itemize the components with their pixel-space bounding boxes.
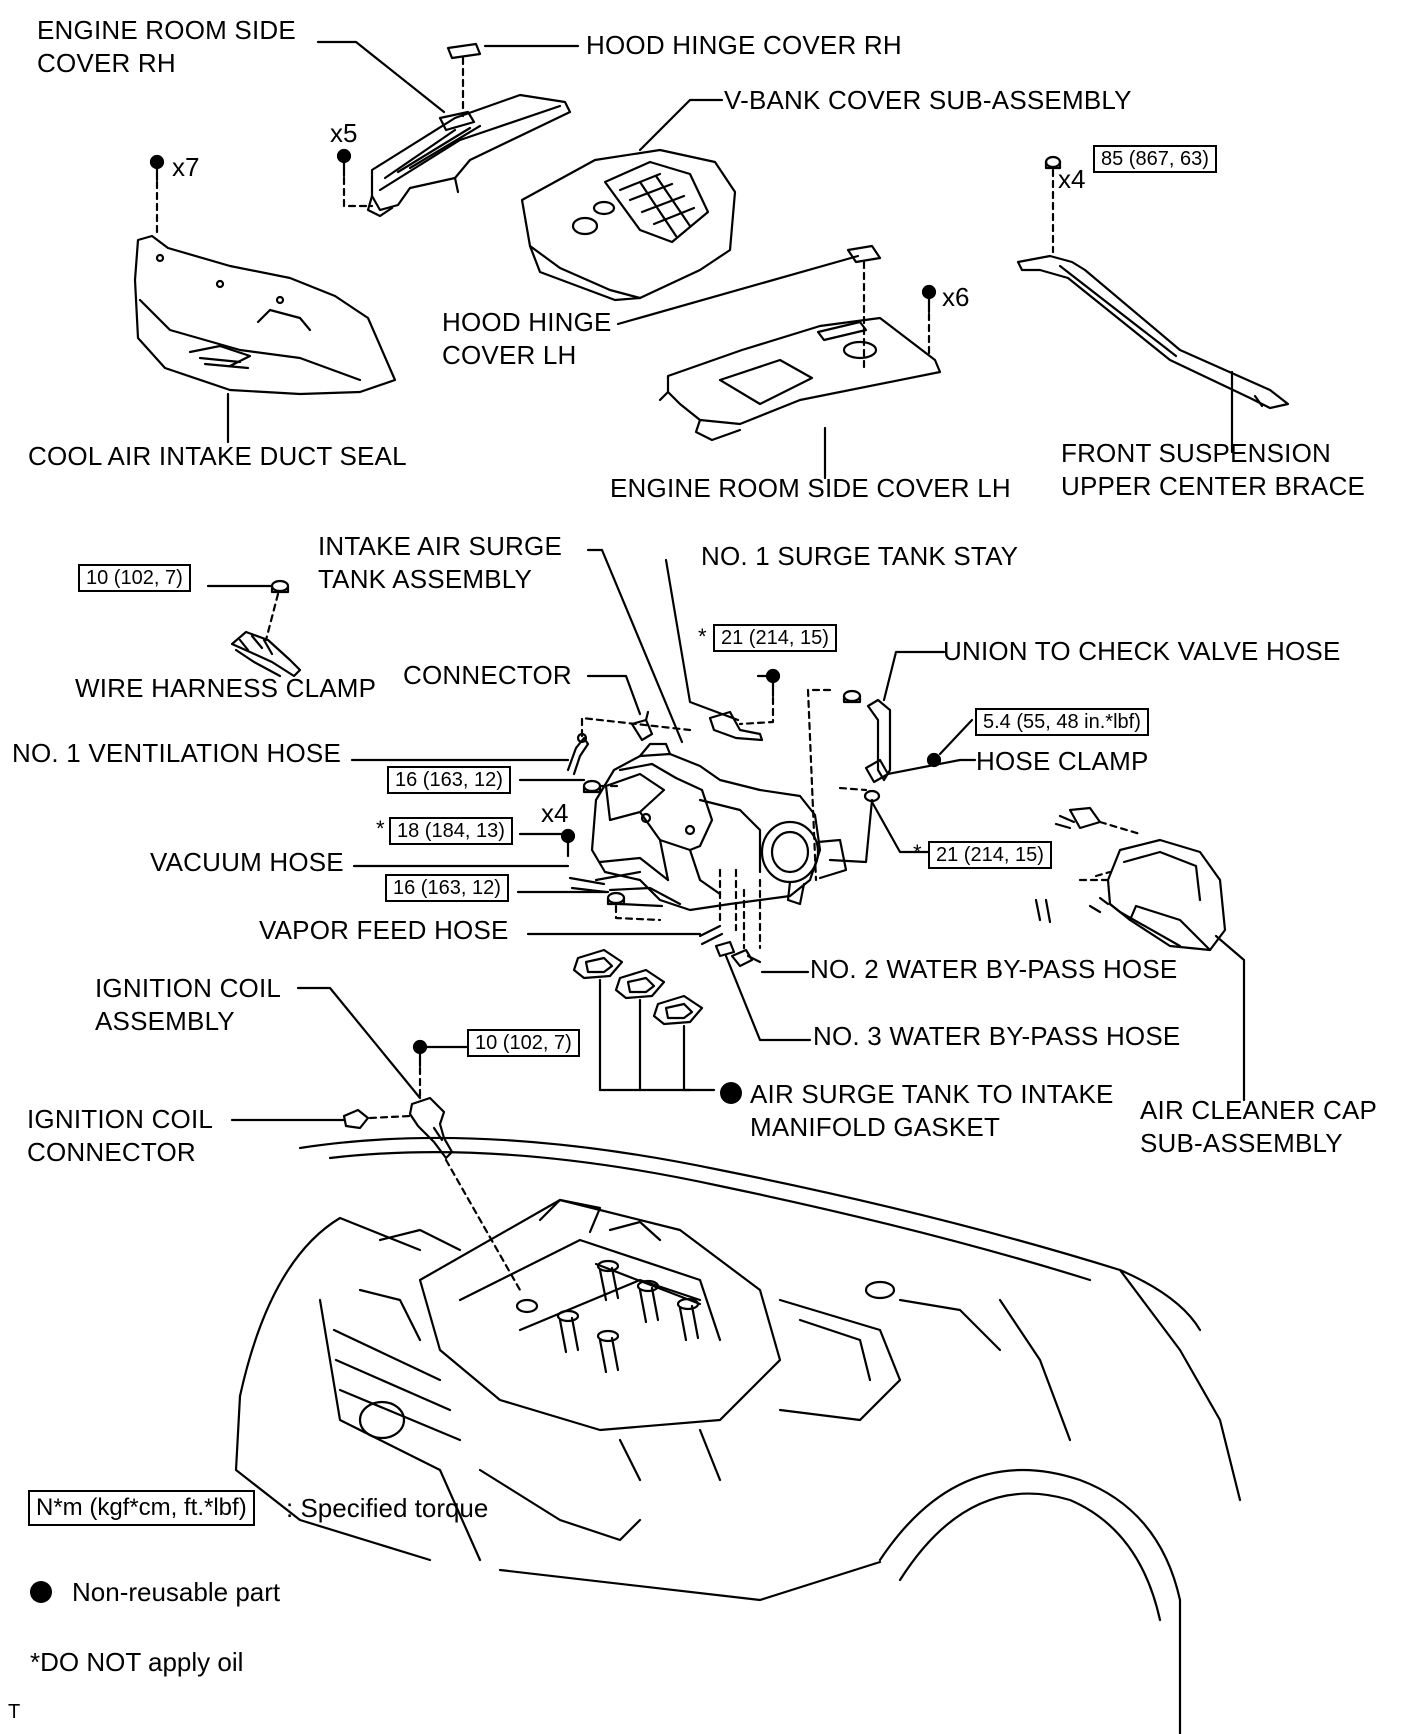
bolt-icon	[926, 752, 942, 768]
no3-water-bypass-hose-part	[714, 940, 736, 958]
label-vapor-feed-hose: VAPOR FEED HOSE	[259, 915, 509, 945]
label-hood-hinge-cover-lh: HOOD HINGE COVER LH	[442, 307, 612, 370]
figure-code: T	[8, 1701, 21, 1723]
gasket-part	[572, 948, 704, 1026]
label-front-suspension-brace: FRONT SUSPENSION UPPER CENTER BRACE	[1061, 438, 1366, 501]
nut-icon	[842, 689, 862, 704]
hose-clamp-part	[864, 758, 962, 784]
nut-icon	[606, 891, 626, 906]
label-v-bank-cover: V-BANK COVER SUB-ASSEMBLY	[724, 85, 1132, 115]
nut-icon	[582, 779, 602, 794]
label-air-surge-tank-gasket: AIR SURGE TANK TO INTAKE MANIFOLD GASKET	[750, 1079, 1114, 1142]
label-no2-water-bypass-hose: NO. 2 WATER BY-PASS HOSE	[810, 954, 1178, 984]
bolt-icon	[560, 828, 576, 858]
bolt-icon	[921, 284, 937, 314]
legend-torque-desc: : Specified torque	[286, 1493, 489, 1523]
torque-21-stay: 21 (214, 15)	[713, 624, 837, 652]
front-suspension-brace-part	[1016, 254, 1290, 410]
ignition-coil-part	[408, 1096, 454, 1160]
intake-air-surge-tank-part	[590, 742, 848, 912]
label-hood-hinge-cover-rh: HOOD HINGE COVER RH	[586, 30, 902, 60]
no-oil-marker: *	[376, 816, 385, 841]
label-no1-surge-tank-stay: NO. 1 SURGE TANK STAY	[701, 541, 1019, 571]
qty-x7: x7	[172, 152, 200, 182]
union-to-check-valve-hose-part	[866, 698, 892, 782]
non-reusable-dot-icon	[720, 1082, 742, 1104]
label-ignition-coil-assembly: IGNITION COIL ASSEMBLY	[95, 973, 282, 1036]
no-oil-marker: *	[698, 624, 707, 649]
label-wire-harness-clamp: WIRE HARNESS CLAMP	[75, 673, 377, 703]
nut-icon	[270, 579, 290, 594]
torque-85: 85 (867, 63)	[1093, 145, 1217, 173]
label-air-cleaner-cap: AIR CLEANER CAP SUB-ASSEMBLY	[1140, 1095, 1378, 1158]
label-vacuum-hose: VACUUM HOSE	[150, 847, 344, 877]
connector-part	[630, 710, 654, 742]
cool-air-intake-duct-seal-part	[133, 234, 397, 396]
legend-non-reusable-dot-icon	[30, 1581, 52, 1603]
no2-water-bypass-hose-part	[730, 948, 762, 968]
qty-x6: x6	[942, 282, 970, 312]
torque-10-harness: 10 (102, 7)	[78, 564, 191, 592]
no1-ventilation-hose-part	[566, 732, 590, 776]
qty-x4-bolts: x4	[541, 798, 569, 828]
qty-x5: x5	[330, 118, 358, 148]
qty-x4-brace: x4	[1058, 164, 1086, 194]
vapor-feed-hose-part	[698, 924, 724, 946]
bolt-icon	[149, 154, 165, 182]
label-intake-air-surge-tank: INTAKE AIR SURGE TANK ASSEMBLY	[318, 531, 562, 594]
hood-hinge-cover-rh-part	[446, 42, 482, 60]
air-cleaner-cap-part	[1034, 806, 1227, 952]
torque-16-lower: 16 (163, 12)	[385, 874, 509, 902]
label-hose-clamp: HOSE CLAMP	[976, 746, 1149, 776]
engine-room-side-cover-rh-part	[366, 93, 572, 218]
legend-torque-unit: N*m (kgf*cm, ft.*lbf)	[28, 1490, 255, 1526]
label-union-to-check-valve-hose: UNION TO CHECK VALVE HOSE	[943, 636, 1341, 666]
no1-surge-tank-stay-part	[708, 710, 764, 742]
label-engine-room-side-cover-lh: ENGINE ROOM SIDE COVER LH	[610, 473, 1011, 503]
ignition-coil-connector-part	[342, 1108, 370, 1130]
nut-icon	[1044, 155, 1062, 170]
engine-bay-illustration	[234, 1136, 1242, 1734]
label-cool-air-intake-duct-seal: COOL AIR INTAKE DUCT SEAL	[28, 441, 407, 471]
torque-16-upper: 16 (163, 12)	[387, 766, 511, 794]
label-no3-water-bypass-hose: NO. 3 WATER BY-PASS HOSE	[813, 1021, 1181, 1051]
v-bank-cover-part	[520, 148, 737, 302]
bolt-icon	[765, 668, 781, 698]
torque-18: 18 (184, 13)	[389, 817, 513, 845]
legend-no-oil: *DO NOT apply oil	[30, 1647, 244, 1677]
no-oil-marker: *	[913, 840, 922, 865]
label-no1-ventilation-hose: NO. 1 VENTILATION HOSE	[12, 738, 341, 768]
torque-21-lower: 21 (214, 15)	[928, 841, 1052, 869]
label-engine-room-side-cover-rh: ENGINE ROOM SIDE COVER RH	[37, 15, 296, 78]
hood-hinge-cover-lh-part	[846, 244, 882, 264]
wire-harness-clamp-part	[230, 630, 302, 678]
label-ignition-coil-connector: IGNITION COIL CONNECTOR	[27, 1104, 214, 1167]
torque-5-4: 5.4 (55, 48 in.*lbf)	[975, 708, 1149, 736]
bolt-icon	[412, 1039, 428, 1068]
bolt-icon	[336, 148, 352, 178]
engine-room-side-cover-lh-part	[658, 316, 942, 442]
label-connector: CONNECTOR	[403, 660, 572, 690]
legend-non-reusable: Non-reusable part	[72, 1577, 281, 1607]
torque-10-coil: 10 (102, 7)	[467, 1029, 580, 1057]
